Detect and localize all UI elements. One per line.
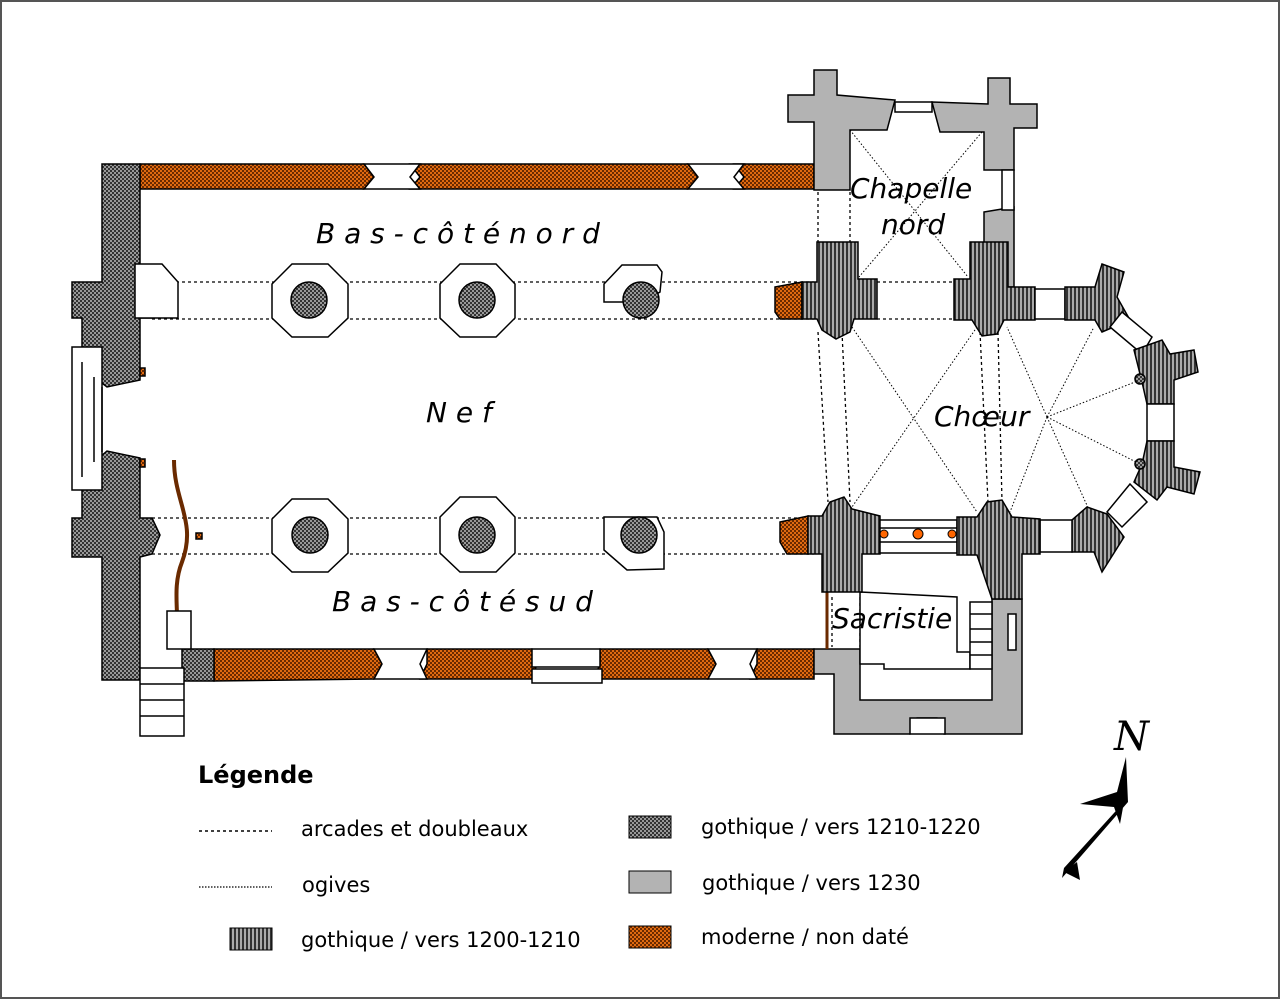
- south-wall: [181, 648, 815, 684]
- label-chapel-1: Chapelle: [850, 172, 972, 205]
- choir-piers: [774, 241, 1201, 600]
- label-nave: N e f: [426, 396, 496, 429]
- legend-striped-swatch: [229, 927, 273, 951]
- legend-orange-swatch: [628, 925, 672, 949]
- label-south-aisle: B a s - c ô t é s u d: [332, 585, 593, 618]
- arcade-lines: [152, 192, 1003, 647]
- legend-label: gothique / vers 1200-1210: [301, 928, 581, 952]
- legend-checker-swatch: [628, 815, 672, 839]
- legend-label: ogives: [302, 873, 370, 897]
- label-sacristy: Sacristie: [832, 602, 952, 635]
- ogive-lines: [849, 129, 1141, 513]
- west-facade: [71, 163, 203, 737]
- legend-label: gothique / vers 1210-1220: [701, 815, 981, 839]
- legend-label: gothique / vers 1230: [702, 871, 921, 895]
- sacristy: [813, 591, 1023, 735]
- label-choir: Chœur: [934, 400, 1031, 433]
- label-north-aisle: B a s - c ô t é n o r d: [316, 217, 600, 250]
- legend: Légende arcades et doubleaux ogives goth…: [198, 761, 981, 952]
- nave-piers: [134, 263, 665, 573]
- legend-title: Légende: [198, 761, 314, 789]
- north-arrow-icon: N: [1062, 714, 1151, 880]
- north-wall: [139, 163, 815, 190]
- legend-label: arcades et doubleaux: [301, 817, 528, 841]
- svg-text:N: N: [1113, 714, 1151, 760]
- legend-gray-swatch: [628, 870, 672, 894]
- label-chapel-2: nord: [881, 208, 945, 241]
- legend-label: moderne / non daté: [701, 925, 909, 949]
